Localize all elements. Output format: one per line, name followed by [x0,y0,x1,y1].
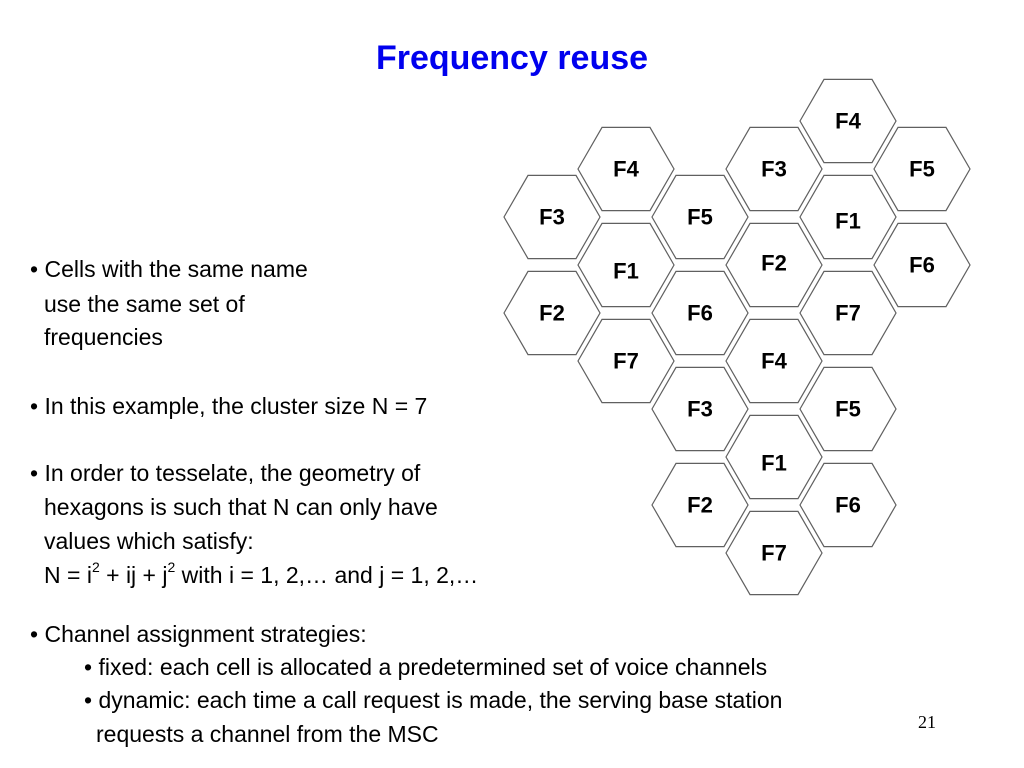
bullet-same-name-line2: use the same set of [44,291,245,317]
sub-bullet-marker: • [84,654,93,680]
hex-cell-label: F7 [835,301,861,326]
formula-part-b: + ij + j [99,562,168,588]
hex-cell [725,318,823,404]
hex-cell-label: F7 [761,541,787,566]
formula-exponent-j: 2 [167,559,176,576]
hex-cell-label: F6 [909,253,935,278]
bullet-text: Channel assignment strategies: [44,621,367,647]
bullet-text: In order to tesselate, the geometry of [44,460,421,486]
hex-cell [651,366,749,452]
bullet-cluster-size: • In this example, the cluster size N = … [30,392,427,420]
formula-part-a: N = i [44,562,92,588]
hex-cell-label: F4 [835,109,861,134]
hex-cell-label: F5 [687,205,713,230]
bullet-channel-assignment: • Channel assignment strategies: [30,620,367,648]
hex-cell-label: F4 [613,157,639,182]
hex-cell-label: F2 [539,301,565,326]
hex-cell [799,462,897,548]
bullet-tesselate-line2: hexagons is such that N can only have [44,494,438,520]
hex-cell-label: F6 [687,301,713,326]
sub-bullet-fixed: • fixed: each cell is allocated a predet… [84,653,767,681]
hex-cell-label: F2 [687,493,713,518]
hex-cell [651,174,749,260]
bullet-tesselate-line3: values which satisfy: [44,528,254,554]
hex-cell [725,126,823,212]
bullet-marker: • [30,256,39,282]
sub-bullet-dynamic: • dynamic: each time a call request is m… [84,686,782,714]
bullet-tesselate: • In order to tesselate, the geometry of [30,459,420,487]
bullet-text: Cells with the same name [44,256,308,282]
hex-cell [577,318,675,404]
hex-cell [799,270,897,356]
hex-cell-label: F1 [761,451,787,476]
formula-part-c: with i = 1, 2,… and j = 1, 2,… [175,562,479,588]
hex-cell [725,222,823,308]
hex-cell-label: F3 [539,205,565,230]
bullet-same-name-line3: frequencies [44,324,163,350]
hex-cell-label: F3 [761,157,787,182]
bullet-same-name: • Cells with the same name [30,255,308,283]
hex-cell-label: F6 [835,493,861,518]
sub-bullet-text: dynamic: each time a call request is mad… [98,687,783,713]
hex-cell [725,510,823,596]
bullet-marker: • [30,393,39,419]
sub-bullet-marker: • [84,687,93,713]
sub-bullet-dynamic-line2: requests a channel from the MSC [96,721,439,747]
hex-cell-label: F1 [835,209,861,234]
hex-cell [799,174,897,260]
page-number: 21 [918,712,936,732]
hex-cell [651,270,749,356]
hex-cell-label: F5 [909,157,935,182]
bullet-marker: • [30,460,39,486]
hex-cell [873,126,971,212]
hex-cell [799,366,897,452]
formula-exponent-i: 2 [91,559,100,576]
hex-cell-label: F5 [835,397,861,422]
hex-cell [503,270,601,356]
sub-bullet-text: fixed: each cell is allocated a predeter… [98,654,768,680]
hex-cell-label: F3 [687,397,713,422]
hex-cell-label: F2 [761,251,787,276]
bullet-text: In this example, the cluster size N = 7 [44,393,428,419]
hex-cell-label: F4 [761,349,787,374]
hex-cell-label: F1 [613,259,639,284]
hex-cell [577,222,675,308]
hex-cell [503,174,601,260]
cluster-size-formula: N = i2 + ij + j2 with i = 1, 2,… and j =… [44,559,479,589]
hex-cell [725,414,823,500]
slide-title: Frequency reuse [375,39,649,77]
hex-cell [799,78,897,164]
hex-cell-label: F7 [613,349,639,374]
bullet-marker: • [30,621,39,647]
hex-cell [873,222,971,308]
hex-cell [651,462,749,548]
hex-cell [577,126,675,212]
